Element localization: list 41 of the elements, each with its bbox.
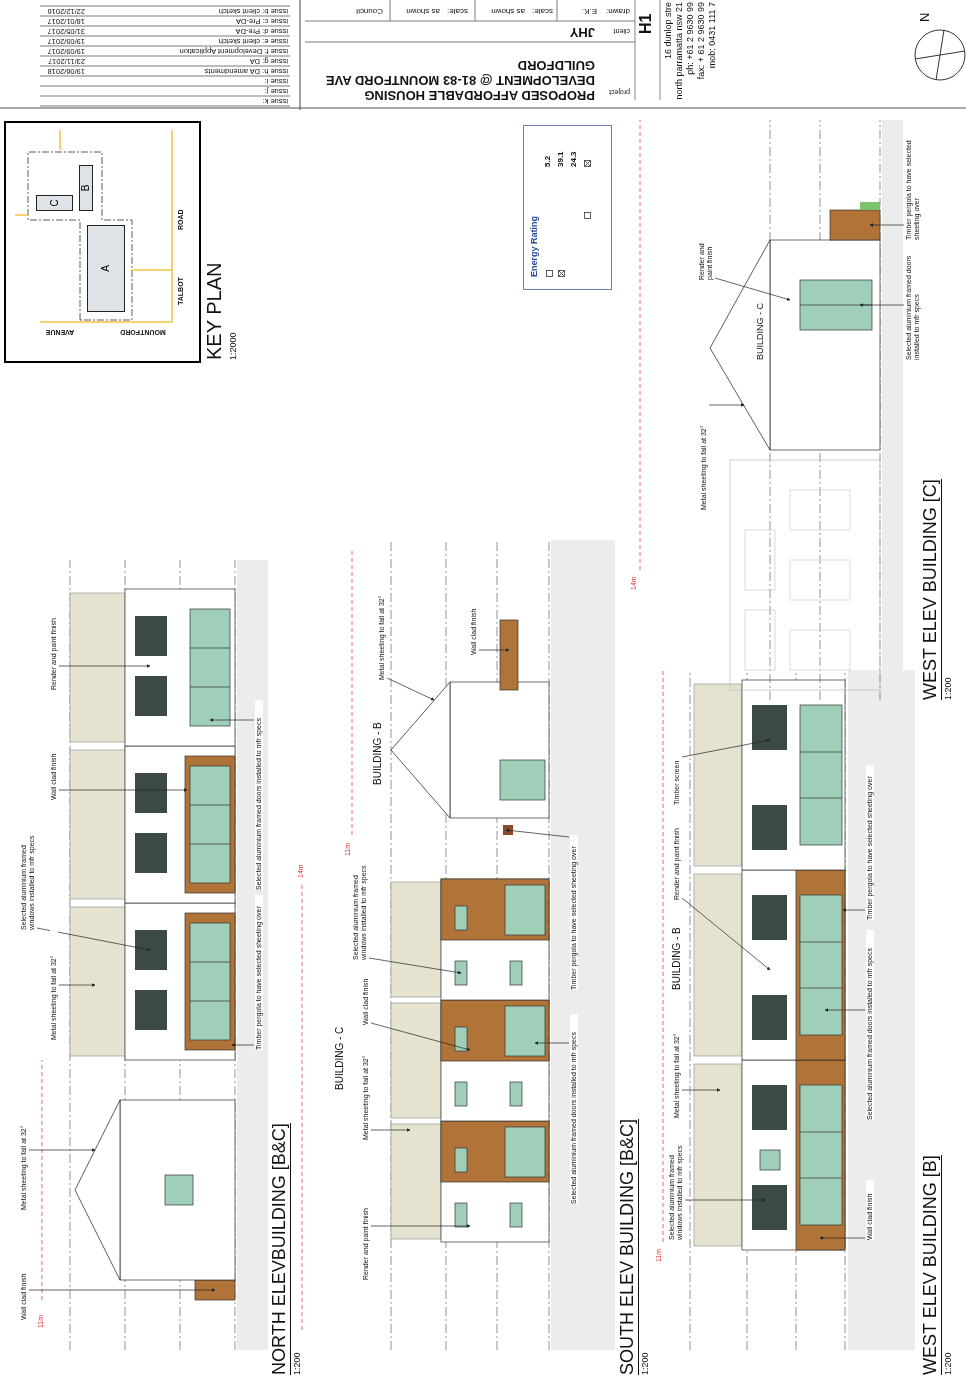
building-label: BUILDING - C xyxy=(334,1026,346,1090)
building-label: BUILDING - B xyxy=(372,722,384,785)
building-footprint xyxy=(36,195,73,211)
scale-text: 1:200 xyxy=(943,1352,954,1375)
building-letter: A xyxy=(101,265,111,272)
scale-text: 1:200 xyxy=(292,1352,303,1375)
building-label: BUILDING - B xyxy=(671,927,683,990)
field-label: scale: xyxy=(532,6,553,16)
rating-value: 5.2 xyxy=(543,155,553,167)
plan-title: KEY PLAN xyxy=(203,262,226,360)
drawing-title: WEST ELEV BUILDING [B] xyxy=(920,1155,942,1375)
field-value: E.K. xyxy=(581,6,597,16)
field-value: JHY xyxy=(569,24,595,39)
certificate-card xyxy=(523,125,612,290)
building-letter: C xyxy=(49,199,60,207)
building-footprint xyxy=(87,225,125,312)
rating-value: 39.1 xyxy=(556,151,566,167)
building-letter: B xyxy=(81,184,91,192)
north-label: N xyxy=(918,12,933,22)
scale-text: 1:200 xyxy=(943,677,954,700)
drawing-title: WEST ELEV BUILDING [C] xyxy=(920,479,942,700)
address-line: 16 dunlop stre xyxy=(663,2,674,62)
certificate-heading: Energy Rating xyxy=(529,216,540,277)
address-line: fax: + 61 2 9630 99 xyxy=(696,2,707,82)
field-value: Council xyxy=(356,6,383,16)
field-value: as shown xyxy=(491,6,525,16)
drawing-title: SOUTH ELEV BUILDING [B&C] xyxy=(617,1118,639,1375)
project-title: PROPOSED AFFORDABLE HOUSING DEVELOPMENT @ 81-83 MOUNTFORD AVE GUILDFORD xyxy=(324,57,595,102)
scale-text: 1:200 xyxy=(640,1352,651,1375)
address-line: ph: +61 2 9630 99 xyxy=(685,2,696,77)
field-label: scale: xyxy=(447,6,468,16)
address-line: mob: 0431 111 7 xyxy=(707,2,718,71)
field-label: drawn: xyxy=(606,6,630,16)
drawing-number: H1 xyxy=(637,13,655,34)
rating-value: 24.3 xyxy=(569,151,579,167)
field-value: as shown xyxy=(406,6,440,16)
building-label: BUILDING - C xyxy=(755,303,766,360)
drawing-title: NORTH ELEVBUILDING [B&C] xyxy=(269,1123,291,1375)
address-line: north parramatta nsw 21 xyxy=(674,2,685,102)
building-footprint xyxy=(79,165,93,211)
scale-text: 1:2000 xyxy=(228,332,239,360)
